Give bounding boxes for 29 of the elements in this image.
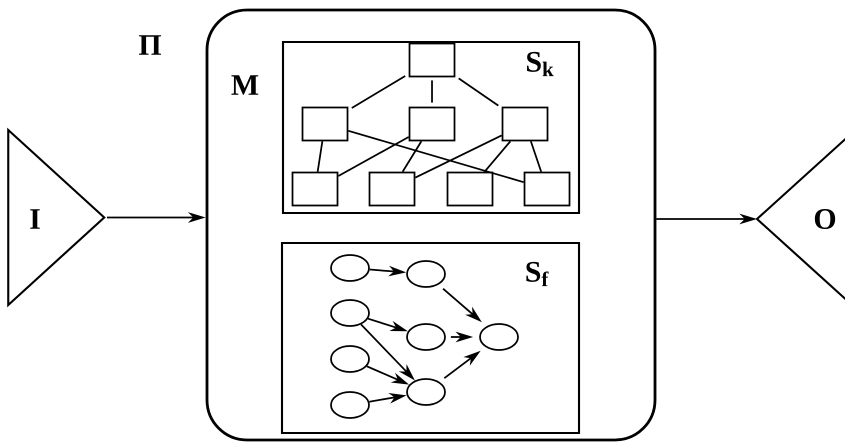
- tree-box: [408, 106, 456, 142]
- connector-line: [316, 141, 324, 172]
- connector-line: [338, 136, 410, 177]
- graph-ellipse: [330, 345, 370, 373]
- connector-line: [431, 80, 433, 103]
- panel-box: S$_{k}$: [282, 40, 580, 214]
- connector-line: [402, 140, 422, 172]
- graph-ellipse: [330, 299, 370, 327]
- graph-ellipse: [406, 378, 446, 406]
- connector-line: [348, 130, 524, 183]
- system-label: Π: [138, 35, 162, 55]
- panel-box: S$_{f}$: [280, 242, 580, 434]
- graph-ellipse: [330, 391, 370, 419]
- tree-box: [302, 106, 348, 142]
- graph-ellipse: [406, 323, 446, 351]
- tree-box: [502, 106, 548, 142]
- graph-ellipse: [479, 323, 519, 351]
- tree-box: [408, 42, 456, 78]
- tree-box: [524, 172, 570, 206]
- connector-line: [484, 140, 511, 172]
- tree-box: [292, 172, 338, 206]
- connector-line: [415, 134, 502, 178]
- tree-box: [446, 172, 494, 206]
- connector-line: [458, 78, 499, 106]
- tree-box: [368, 172, 416, 206]
- graph-ellipse: [330, 254, 370, 282]
- connector-line: [351, 75, 406, 109]
- connector-line: [530, 141, 542, 172]
- graph-ellipse: [406, 260, 446, 288]
